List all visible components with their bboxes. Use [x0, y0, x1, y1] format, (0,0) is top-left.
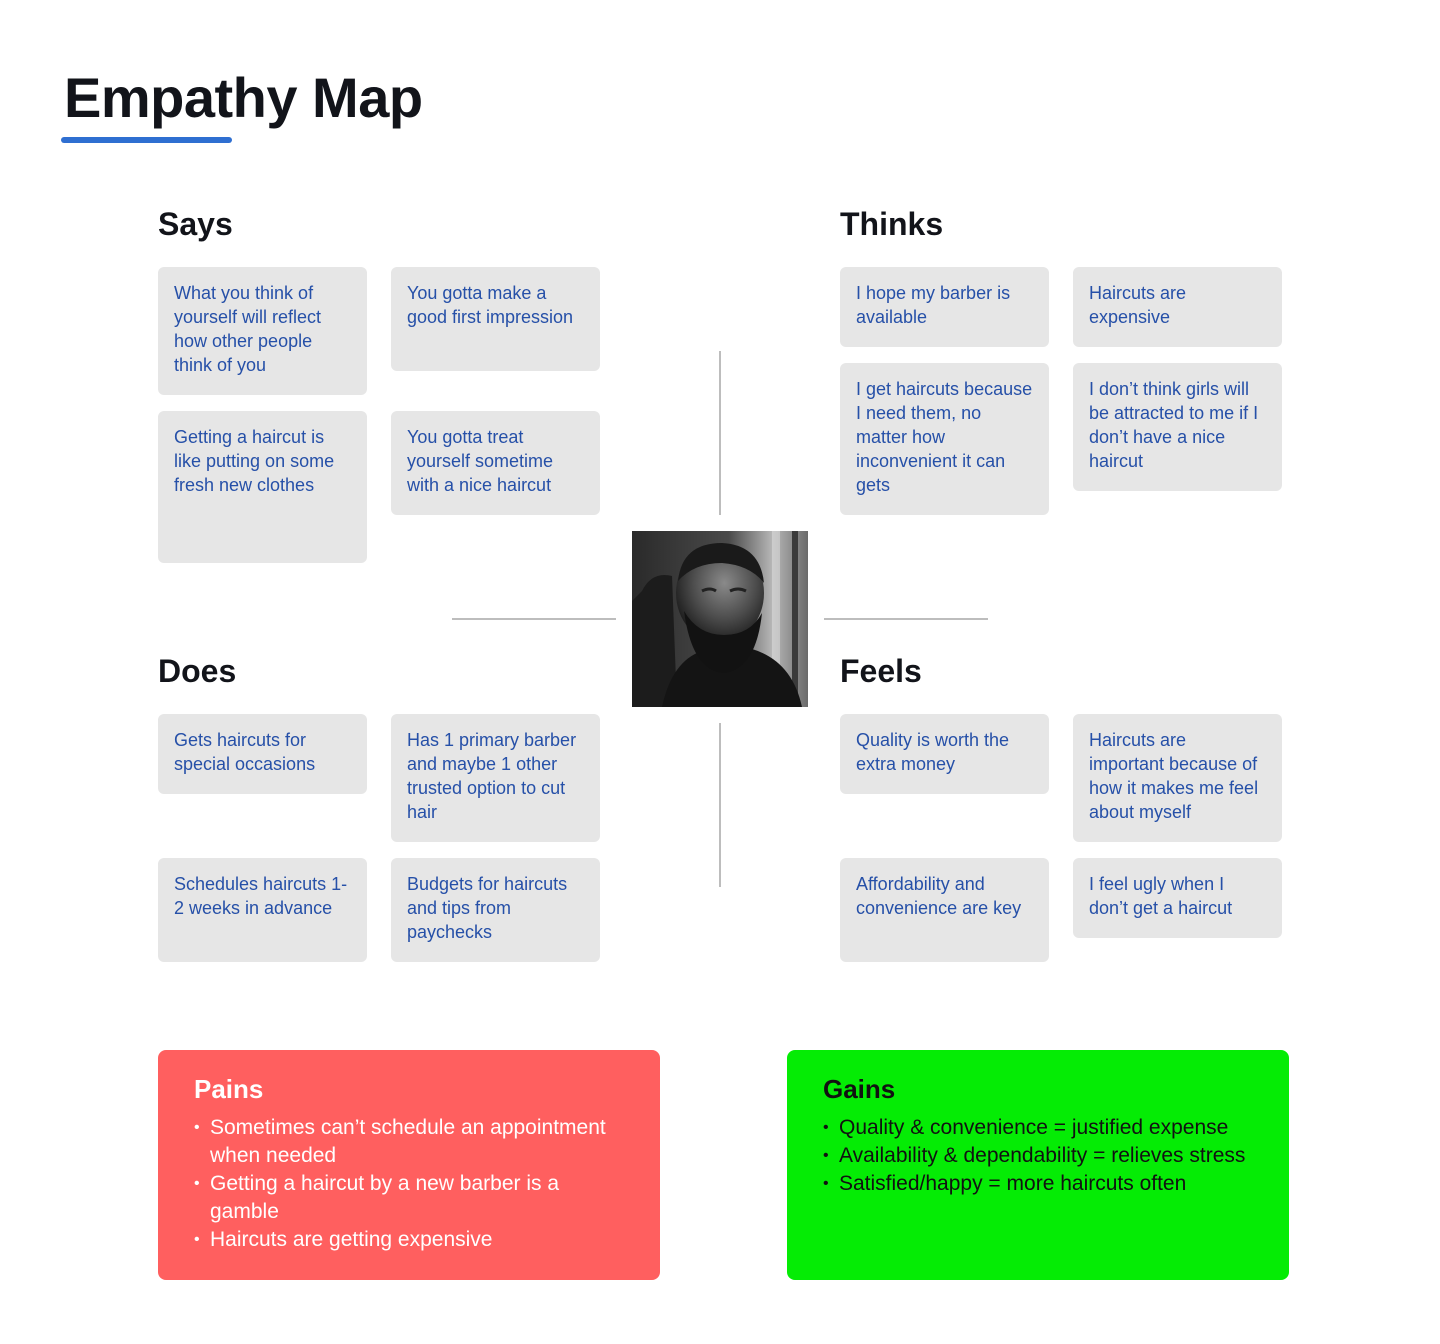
thinks-note-3: I get haircuts because I need them, no m…: [840, 363, 1049, 515]
says-note-4: You gotta treat yourself sometime with a…: [391, 411, 600, 515]
feels-note-2: Haircuts are important because of how it…: [1073, 714, 1282, 842]
gains-item-text: Satisfied/happy = more haircuts often: [839, 1172, 1187, 1195]
list-item: • Availability & dependability = relieves…: [823, 1142, 1253, 1170]
list-item: • Sometimes can’t schedule an appointment…: [194, 1114, 624, 1170]
divider-bottom: [719, 723, 721, 887]
list-item: • Quality & convenience = justified expen…: [823, 1114, 1253, 1142]
bullet: •: [194, 1231, 200, 1248]
divider-right: [824, 618, 988, 620]
feels-note-3: Affordability and convenience are key: [840, 858, 1049, 962]
pains-item-text: Sometimes can’t schedule an appointment …: [210, 1116, 606, 1167]
pains-card: Pains • Sometimes can’t schedule an appoi…: [158, 1050, 660, 1280]
does-note-2: Has 1 primary barber and maybe 1 other t…: [391, 714, 600, 842]
bullet: •: [194, 1175, 200, 1192]
says-note-3: Getting a haircut is like putting on som…: [158, 411, 367, 563]
divider-top: [719, 351, 721, 515]
title-underline: [61, 137, 232, 143]
feels-heading: Feels: [840, 653, 922, 689]
pains-item-text: Getting a haircut by a new barber is a g…: [210, 1172, 560, 1223]
pains-item-text: Haircuts are getting expensive: [210, 1228, 493, 1251]
does-note-1: Gets haircuts for special occasions: [158, 714, 367, 794]
pains-heading: Pains: [194, 1074, 264, 1104]
gains-card: Gains • Quality & convenience = justified…: [787, 1050, 1289, 1280]
does-note-4: Budgets for haircuts and tips from paych…: [391, 858, 600, 962]
thinks-note-4: I don’t think girls will be attracted to…: [1073, 363, 1282, 491]
list-item: • Satisfied/happy = more haircuts often: [823, 1170, 1253, 1198]
pains-list: • Sometimes can’t schedule an appointment…: [194, 1114, 624, 1254]
list-item: • Getting a haircut by a new barber is a …: [194, 1170, 624, 1226]
page-title: Empathy Map: [64, 66, 423, 129]
thinks-heading: Thinks: [840, 206, 944, 242]
bullet: •: [823, 1147, 829, 1164]
says-note-2: You gotta make a good first impression: [391, 267, 600, 371]
gains-item-text: Availability & dependability = relieves …: [839, 1144, 1246, 1167]
list-item: • Haircuts are getting expensive: [194, 1226, 624, 1254]
bullet: •: [823, 1119, 829, 1136]
bullet: •: [823, 1175, 829, 1192]
bullet: •: [194, 1119, 200, 1136]
thinks-note-1: I hope my barber is available: [840, 267, 1049, 347]
gains-heading: Gains: [823, 1074, 896, 1104]
divider-left: [452, 618, 616, 620]
says-heading: Says: [158, 206, 233, 242]
thinks-note-2: Haircuts are expensive: [1073, 267, 1282, 347]
does-heading: Does: [158, 653, 237, 689]
feels-note-1: Quality is worth the extra money: [840, 714, 1049, 794]
does-note-3: Schedules haircuts 1-2 weeks in advance: [158, 858, 367, 962]
says-note-1: What you think of yourself will reflect …: [158, 267, 367, 395]
persona-photo: [632, 531, 808, 707]
gains-list: • Quality & convenience = justified expen…: [823, 1114, 1253, 1198]
gains-item-text: Quality & convenience = justified expens…: [839, 1116, 1229, 1139]
feels-note-4: I feel ugly when I don’t get a haircut: [1073, 858, 1282, 938]
